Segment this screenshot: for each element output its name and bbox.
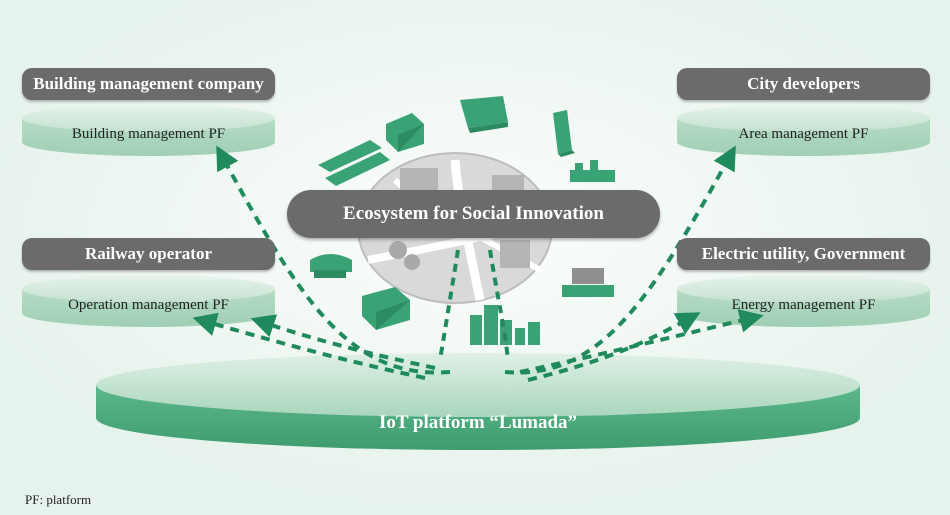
building-icon (386, 113, 424, 152)
operation-pf-disc (22, 275, 275, 327)
arrow-to-energy-pf (527, 312, 701, 382)
area-pf-disc (677, 104, 931, 156)
arrow-center-right (488, 249, 510, 361)
railway-operator-label: Railway operator (22, 238, 275, 270)
arrow-to-area-pf (504, 145, 736, 375)
office-tower-icon (460, 96, 508, 133)
housing-block-icon (318, 140, 390, 186)
school-building-icon (362, 287, 410, 330)
footnote: PF: platform (25, 492, 92, 507)
factory-icon (570, 160, 615, 182)
arrow-to-building-pf (216, 145, 451, 375)
electric-utility-government-label: Electric utility, Government (677, 238, 930, 270)
arrow-center-left (438, 249, 460, 361)
building-management-company-label: Building management company (22, 68, 275, 100)
arrow-to-operation-pf (192, 312, 426, 380)
skyscraper-icon (553, 110, 575, 157)
station-icon (310, 254, 352, 278)
lumada-platform-disc (96, 353, 860, 450)
ecosystem-title: Ecosystem for Social Innovation (287, 190, 660, 238)
city-developers-label: City developers (677, 68, 930, 100)
arrow-to-operation-pf-2 (250, 314, 436, 370)
power-plant-icon (562, 268, 614, 297)
arrow-to-energy-pf-2 (519, 309, 764, 374)
energy-pf-disc (677, 275, 931, 327)
building-pf-disc (22, 104, 275, 156)
